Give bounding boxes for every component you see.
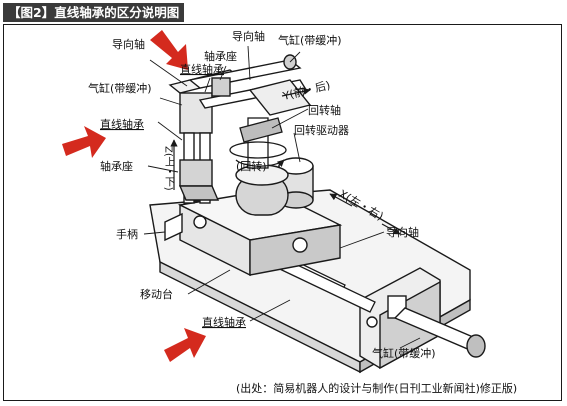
label-handle: 手柄	[116, 227, 138, 241]
label-cylinder-bottom: 气缸(带缓冲)	[372, 346, 436, 360]
label-bearing-seat-top: 轴承座	[204, 49, 237, 63]
figure-border	[3, 24, 562, 401]
rotary-shaft	[229, 117, 287, 169]
label-bearing-seat-left: 轴承座	[100, 159, 133, 173]
source-citation: (出处：简易机器人的设计与制作(日刊工业新闻社)修正版)	[236, 381, 517, 395]
label-guide-shaft-top-mid: 导向轴	[232, 29, 265, 43]
red-arrow-bottom	[164, 328, 206, 362]
axis-arrows	[170, 87, 401, 235]
label-rotation: (回转)	[236, 159, 267, 173]
label-linear-bearing-left: 直线轴承	[100, 117, 144, 131]
label-guide-shaft-right: 导向轴	[386, 225, 419, 239]
label-rotary-shaft: 回转轴	[308, 103, 341, 117]
red-arrow-top	[150, 30, 188, 70]
red-arrow-left	[62, 126, 106, 158]
label-z-axis: Z(上・下)	[163, 146, 175, 191]
handle	[164, 212, 183, 242]
figure-title: 【图2】直线轴承的区分说明图	[3, 3, 185, 22]
label-guide-shaft-top-left: 导向轴	[112, 37, 145, 51]
label-moving-table: 移动台	[140, 287, 173, 301]
label-cylinder-top-right: 气缸(带缓冲)	[278, 33, 342, 47]
label-cylinder-left: 气缸(带缓冲)	[88, 81, 152, 95]
bottom-cylinder	[393, 307, 486, 358]
rotary-driver	[235, 157, 314, 216]
label-rotary-driver: 回转驱动器	[294, 123, 349, 137]
leader-lines	[143, 45, 421, 349]
label-linear-bearing-bottom: 直线轴承	[202, 315, 246, 329]
moving-table	[177, 189, 343, 277]
label-linear-bearing-top: 直线轴承	[180, 62, 224, 76]
red-pointer-arrows	[62, 30, 206, 362]
